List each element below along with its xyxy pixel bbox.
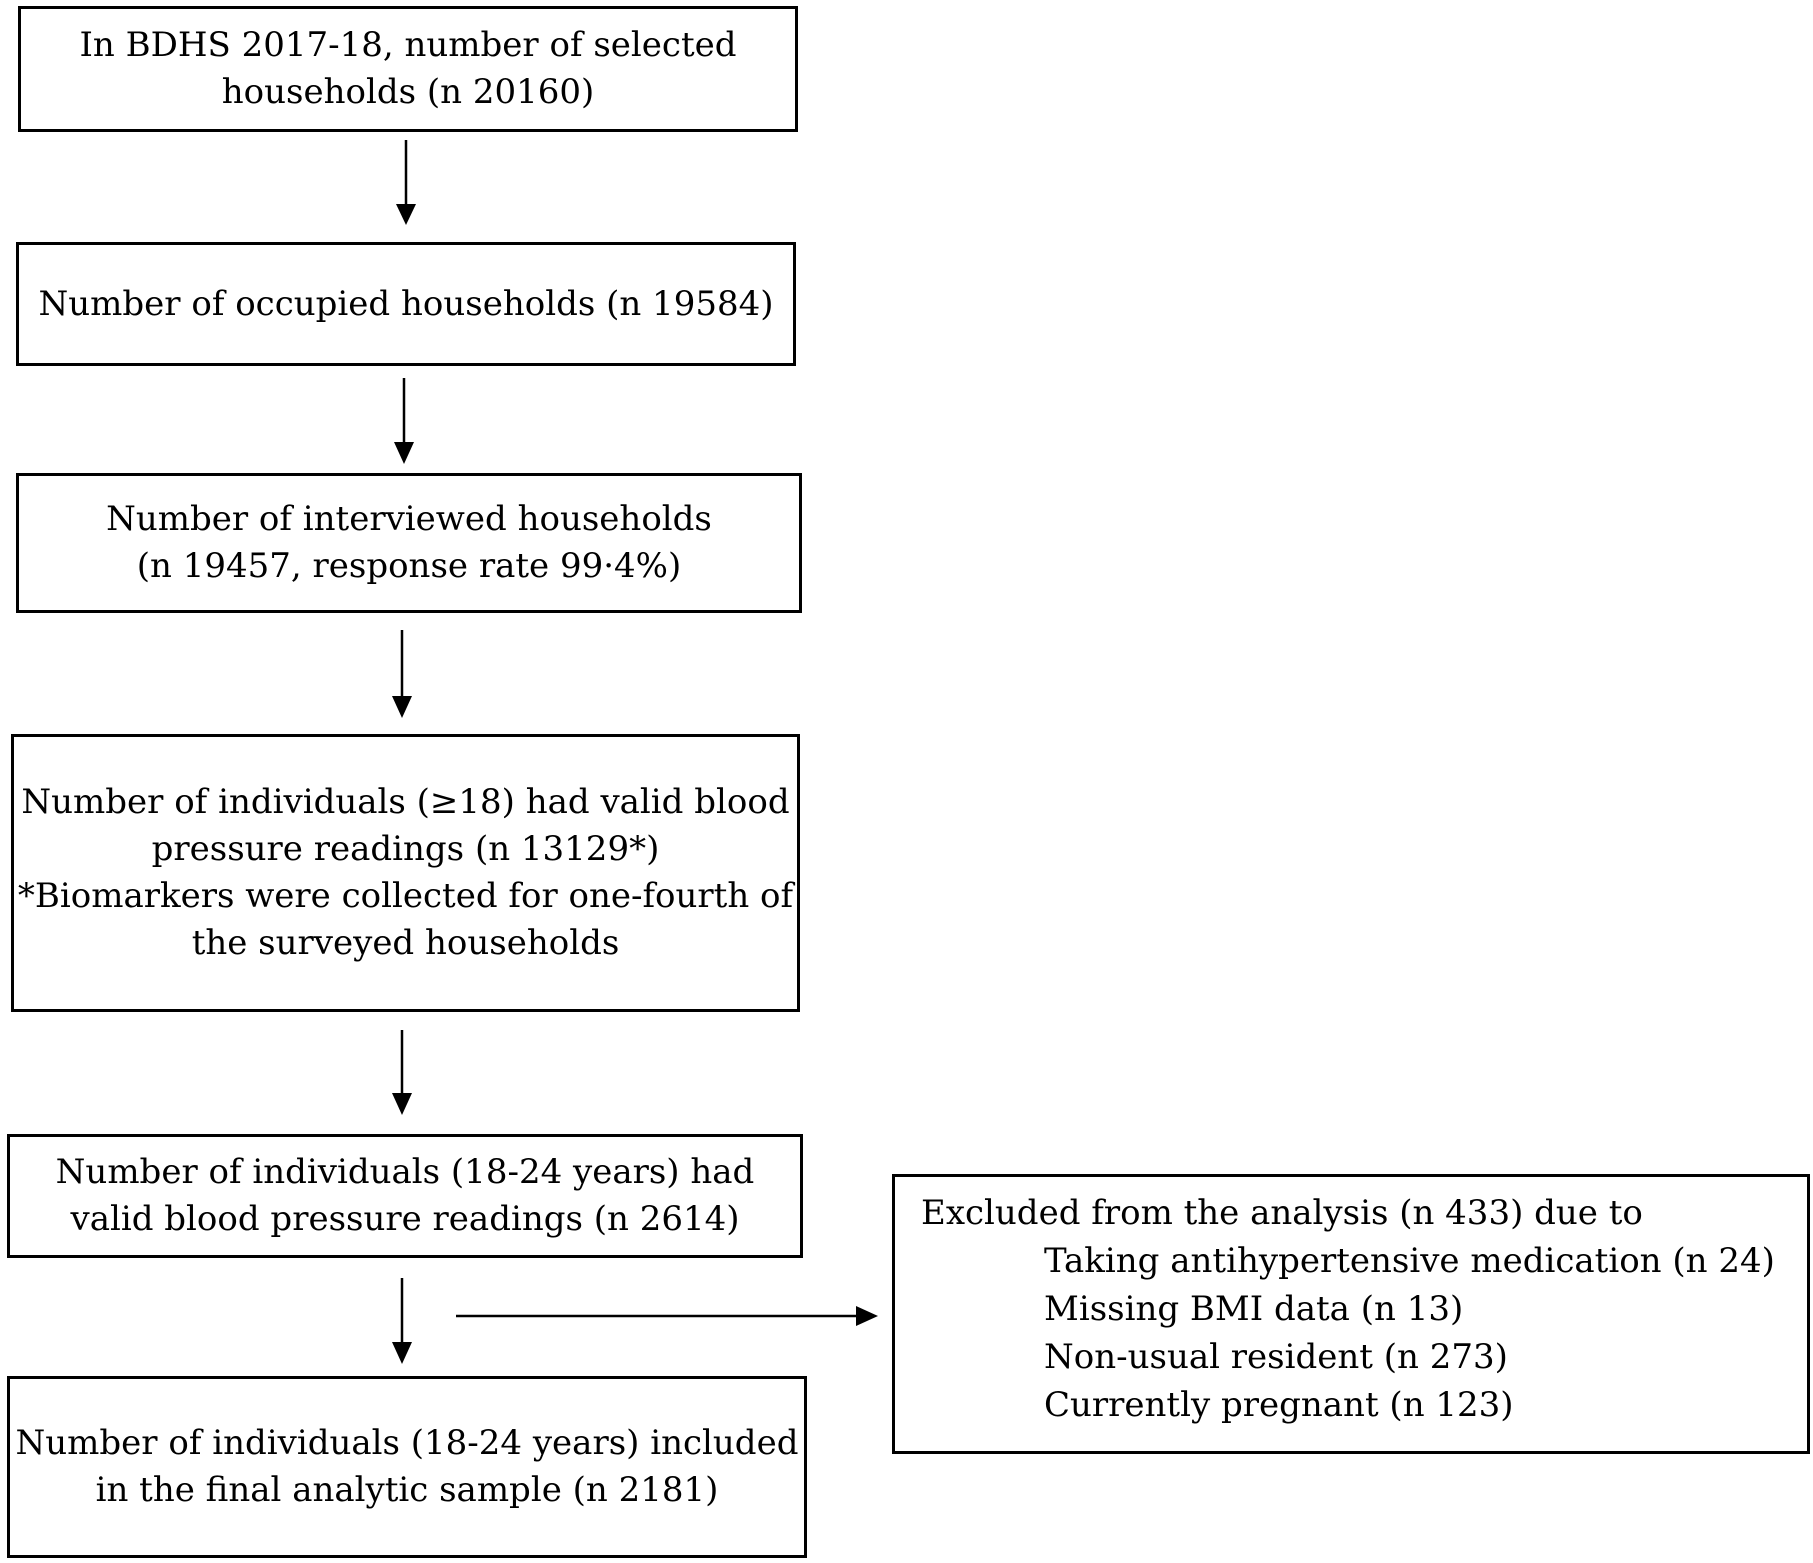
box-line: In BDHS 2017-18, number of selected bbox=[79, 25, 737, 65]
arrow-exclusion bbox=[456, 1306, 878, 1326]
box-valid-bp-adults-text: Number of individuals (≥18) had valid bl… bbox=[18, 779, 793, 967]
box-selected-households-text: In BDHS 2017-18, number of selected hous… bbox=[79, 22, 736, 116]
arrow-3 bbox=[392, 630, 412, 718]
box-line: pressure readings (n 13129*) bbox=[151, 829, 660, 869]
arrow-5 bbox=[392, 1278, 412, 1364]
box-line: the surveyed households bbox=[191, 923, 620, 963]
arrow-4 bbox=[392, 1030, 412, 1115]
excluded-reason: Missing BMI data (n 13) bbox=[1044, 1289, 1464, 1329]
box-occupied-households: Number of occupied households (n 19584) bbox=[16, 242, 796, 366]
box-excluded-text: Excluded from the analysis (n 433) due t… bbox=[921, 1189, 1775, 1429]
excluded-reason: Currently pregnant (n 123) bbox=[1044, 1385, 1514, 1425]
box-final-sample-text: Number of individuals (18-24 years) incl… bbox=[16, 1420, 799, 1514]
box-interviewed-households: Number of interviewed households (n 1945… bbox=[16, 473, 802, 613]
box-line: in the final analytic sample (n 2181) bbox=[95, 1470, 719, 1510]
box-interviewed-households-text: Number of interviewed households (n 1945… bbox=[106, 496, 712, 590]
excluded-reason: Non-usual resident (n 273) bbox=[1044, 1337, 1508, 1377]
box-line: valid blood pressure readings (n 2614) bbox=[70, 1199, 740, 1239]
box-line: households (n 20160) bbox=[221, 72, 595, 112]
box-selected-households: In BDHS 2017-18, number of selected hous… bbox=[18, 6, 798, 132]
box-valid-bp-young: Number of individuals (18-24 years) had … bbox=[7, 1134, 803, 1258]
box-excluded: Excluded from the analysis (n 433) due t… bbox=[892, 1174, 1810, 1454]
excluded-reason: Taking antihypertensive medication (n 24… bbox=[1044, 1241, 1775, 1281]
box-line: Number of interviewed households bbox=[106, 499, 712, 539]
box-line: Number of individuals (≥18) had valid bl… bbox=[21, 782, 790, 822]
arrow-1 bbox=[396, 140, 416, 225]
excluded-heading: Excluded from the analysis (n 433) due t… bbox=[921, 1193, 1643, 1233]
box-line: Number of occupied households (n 19584) bbox=[38, 283, 774, 324]
box-line: *Biomarkers were collected for one-fourt… bbox=[17, 876, 794, 916]
box-line: (n 19457, response rate 99·4%) bbox=[136, 546, 682, 586]
box-occupied-households-text: Number of occupied households (n 19584) bbox=[39, 281, 774, 328]
box-line: Number of individuals (18-24 years) had bbox=[55, 1152, 755, 1192]
box-line: Number of individuals (18-24 years) incl… bbox=[15, 1423, 799, 1463]
box-valid-bp-adults: Number of individuals (≥18) had valid bl… bbox=[11, 734, 800, 1012]
arrow-2 bbox=[394, 378, 414, 464]
box-valid-bp-young-text: Number of individuals (18-24 years) had … bbox=[56, 1149, 755, 1243]
box-final-sample: Number of individuals (18-24 years) incl… bbox=[7, 1376, 807, 1558]
